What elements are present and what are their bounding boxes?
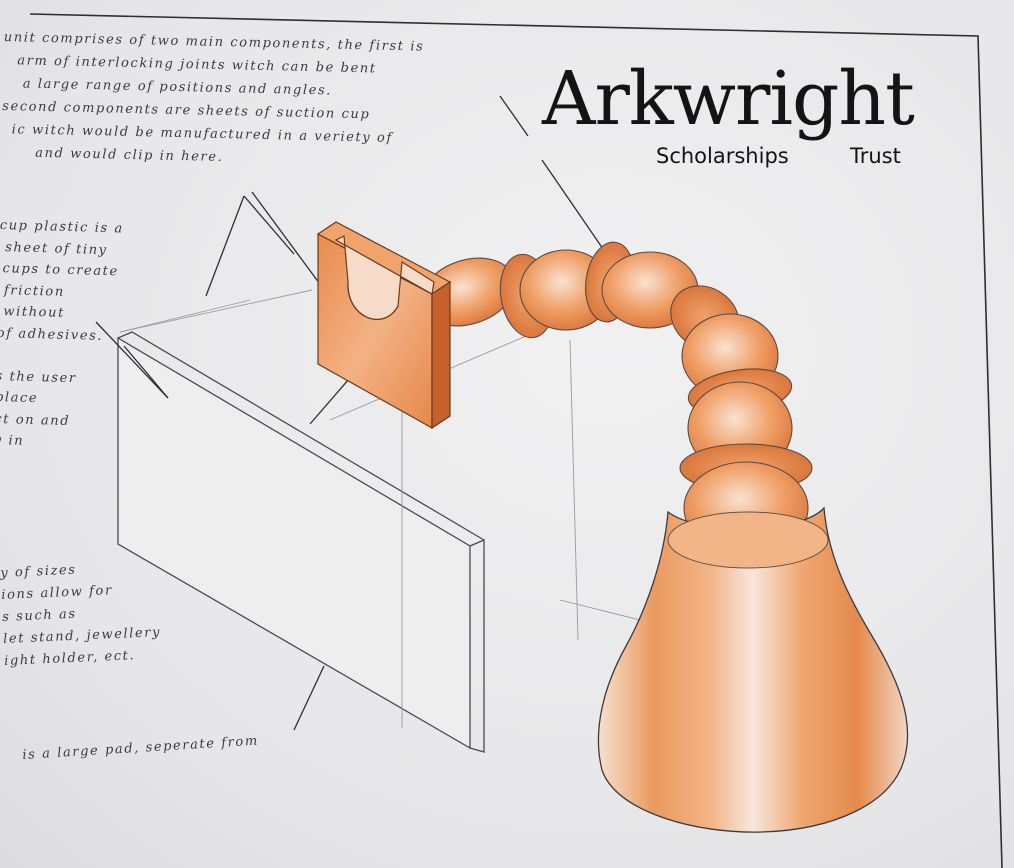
logo-wordmark: Arkwright — [542, 62, 914, 136]
notes-bottom: y of sizes ions allow for s such as let … — [0, 559, 163, 676]
arkwright-logo: Arkwright Scholarships Trust — [542, 66, 952, 178]
clip-holder — [318, 222, 450, 428]
logo-subtitle-scholarships: Scholarships — [656, 144, 789, 168]
logo-subtitle-trust: Trust — [850, 144, 901, 168]
base-collar — [668, 512, 828, 568]
notes-left: cup plastic is a sheet of tiny cups to c… — [0, 218, 124, 458]
note-line: y in — [0, 433, 118, 458]
notes-top: unit comprises of two main components, t… — [1, 30, 425, 178]
